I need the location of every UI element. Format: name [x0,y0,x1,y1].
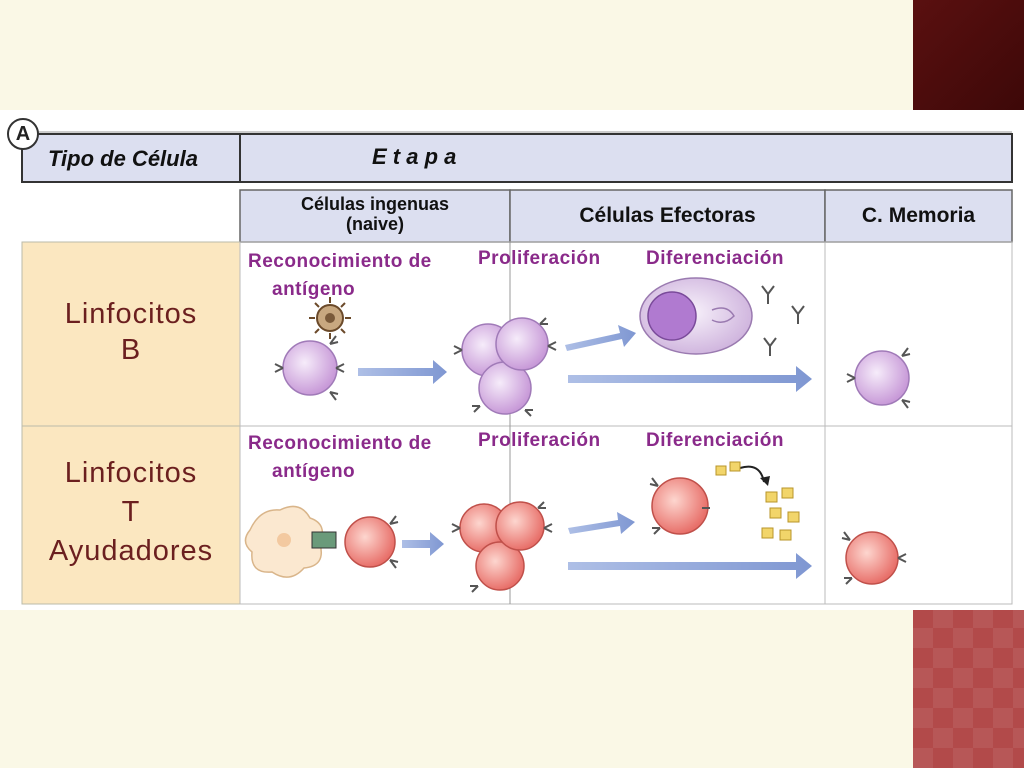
naive-b-cell [274,335,345,401]
cytokines-icon [715,461,800,541]
proliferating-b-cells [453,317,557,417]
col-memory-label: C. Memoria [861,204,976,227]
row-t-recognition-line1: Reconocimiento de [248,433,432,454]
row-t-recognition-label: Reconocimiento de antígeno [248,430,432,486]
col-memory-bg [824,189,1013,243]
arrow-t3 [568,553,812,579]
effector-t-cell [649,477,710,535]
plasma-cell [639,277,753,355]
panel-letter: A [7,118,39,150]
row-t-differentiation-label: Diferenciación [646,430,784,451]
antigen-presenting-cell [244,505,337,578]
row-t-line3: Ayudadores [48,535,214,567]
row-b-recognition-line2: antígeno [272,279,356,300]
header-stage: E t a p a [372,144,457,169]
row-t-recognition-line2: antígeno [272,461,356,482]
antibodies-icon [761,285,805,356]
row-b-line1: Linfocitos [64,298,198,330]
row-t-cell-type: Linfocitos T Ayudadores [22,454,240,571]
naive-t-cell [344,515,399,569]
arrow-b1 [358,360,447,384]
header-stage-bg [239,133,1013,183]
row-t-line1: Linfocitos [64,457,198,489]
arrow-t1 [402,532,444,556]
row-b-differentiation-label: Diferenciación [646,248,784,269]
arrow-b2 [565,325,636,351]
figure-graphics [21,131,1013,605]
arrow-t2 [568,512,635,534]
row-b-proliferation-label: Proliferación [478,248,601,269]
header-cell-type: Tipo de Célula [48,146,198,171]
slide-accent-bottom [913,608,1024,768]
slide-accent-top [913,0,1024,110]
row-b-line2: B [120,334,142,366]
immune-response-figure: A Tipo de Célula E t a p a Células ingen… [0,110,1024,610]
row-b-recognition-label: Reconocimiento de antígeno [248,248,432,304]
row-t-proliferation-label: Proliferación [478,430,601,451]
col-naive-line1: Células ingenuas [300,194,450,214]
row-b-cell-type: Linfocitos B [22,296,240,368]
col-naive-line2: (naive) [345,214,405,234]
header-cell-type-bg [21,133,241,183]
row-b-recognition-line1: Reconocimiento de [248,251,432,272]
antigen-icon [309,297,351,339]
memory-b-cell [846,347,911,409]
arrow-b3 [568,366,812,392]
proliferating-t-cells [451,501,553,593]
secretion-arrow [739,465,765,483]
row-t-line2: T [121,496,141,528]
col-effector-label: Células Efectoras [579,204,756,227]
memory-t-cell [841,531,907,585]
col-naive-label: Células ingenuas (naive) [240,194,510,234]
row-b-label-bg [21,241,241,427]
